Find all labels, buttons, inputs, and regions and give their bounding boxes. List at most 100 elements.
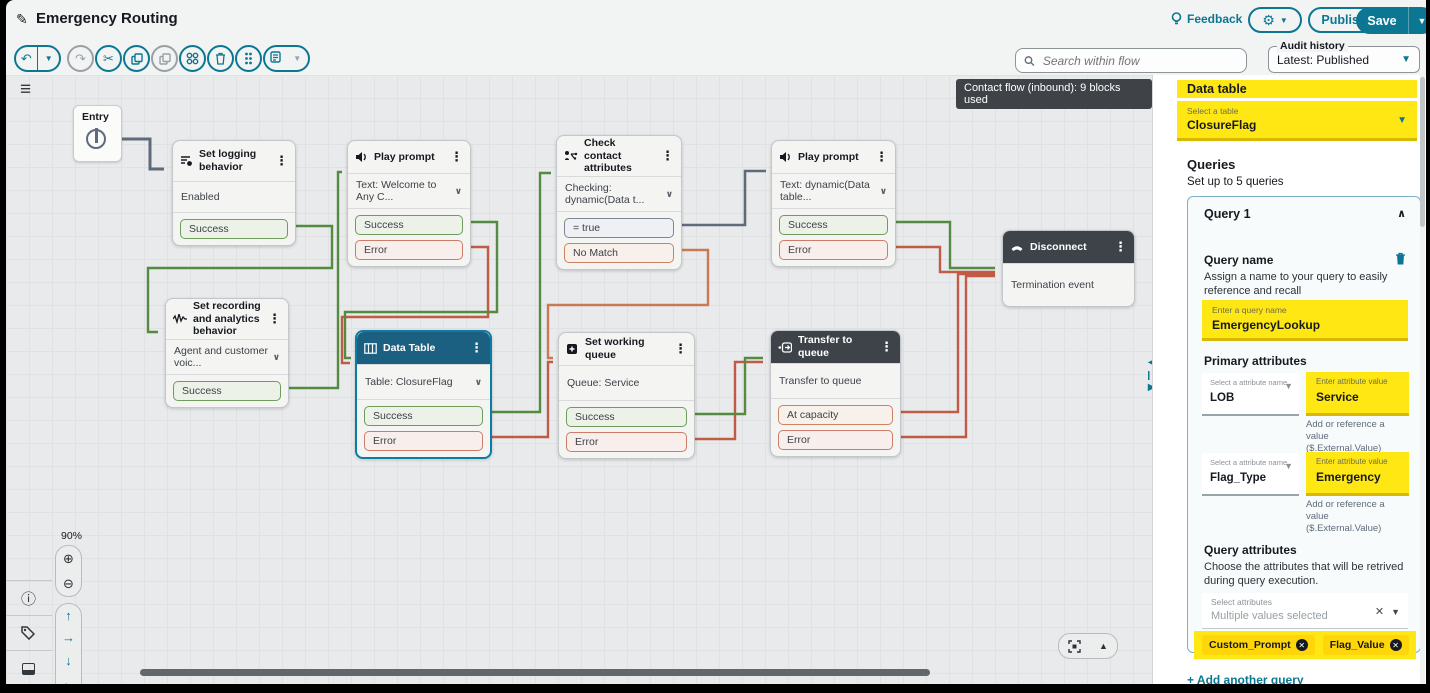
block-set-recording-analytics[interactable]: Set recording and analytics behavior ⋮ A… (165, 298, 289, 408)
block-data-table[interactable]: Data Table ⋮ Table: ClosureFlag∨ Success… (355, 330, 492, 459)
pan-up-button[interactable]: ↑ (65, 607, 72, 623)
block-menu-icon[interactable]: ⋮ (880, 339, 893, 354)
select-attributes-label: Select attributes (1211, 597, 1272, 607)
token-custom-prompt[interactable]: Custom_Prompt ✕ (1202, 635, 1315, 655)
block-config-row[interactable]: Agent and customer voic...∨ (166, 339, 288, 374)
info-button[interactable]: ⓘ (21, 591, 37, 608)
port-success[interactable]: Success (173, 381, 281, 401)
add-another-query-link[interactable]: + Add another query (1187, 673, 1304, 684)
attribute-name-value: LOB (1210, 392, 1235, 404)
block-config-row[interactable]: Checking: dynamic(Data t...∨ (557, 176, 681, 211)
horizontal-scrollbar[interactable] (140, 669, 930, 676)
port-no-match[interactable]: No Match (564, 243, 674, 263)
port-success[interactable]: Success (355, 215, 463, 235)
feedback-button[interactable]: Feedback (1171, 12, 1242, 26)
undo-caret-button[interactable]: ▼ (44, 54, 53, 63)
canvas-menu-icon[interactable]: ≡ (20, 79, 32, 100)
pan-left-button[interactable]: ← (62, 675, 75, 684)
collapse-button[interactable]: ▲ (1099, 641, 1108, 651)
query-name-input[interactable]: Enter a query name EmergencyLookup (1202, 300, 1408, 341)
block-menu-icon[interactable]: ⋮ (275, 153, 288, 168)
panel-splitter[interactable]: ◀ ❙❙ ▶ (1145, 358, 1152, 393)
settings-button[interactable]: ⚙ ▼ (1248, 7, 1302, 33)
save-button[interactable]: Save (1356, 7, 1409, 34)
notes-button[interactable] (265, 51, 287, 66)
scrollbar-thumb[interactable] (1420, 77, 1425, 227)
port-success[interactable]: Success (364, 406, 483, 426)
port-success[interactable]: Success (180, 219, 288, 239)
attribute-value: Emergency (1316, 470, 1381, 484)
delete-query-button[interactable] (1395, 252, 1406, 265)
attribute-value-input-2[interactable]: Enter attribute value Emergency (1306, 452, 1409, 496)
panel-toggle-button[interactable] (22, 663, 35, 675)
query-name-input-value: EmergencyLookup (1212, 318, 1321, 332)
port-error[interactable]: Error (566, 432, 687, 452)
flow-canvas[interactable]: ≡ Contact flow (inbound): 9 blocks used (6, 75, 1152, 684)
caret-down-icon[interactable]: ▼ (1391, 606, 1400, 617)
remove-token-icon[interactable]: ✕ (1389, 639, 1402, 651)
save-caret-button[interactable]: ▼ (1409, 7, 1426, 34)
undo-button[interactable]: ↶ (20, 50, 32, 66)
flow-search[interactable] (1015, 48, 1247, 73)
delete-button[interactable] (207, 45, 234, 72)
port-true[interactable]: = true (564, 218, 674, 238)
select-attributes-input[interactable]: Select attributes Multiple values select… (1202, 593, 1408, 629)
block-menu-icon[interactable]: ⋮ (450, 149, 463, 164)
block-play-prompt-1[interactable]: Play prompt ⋮ Text: Welcome to Any C...∨… (347, 140, 471, 267)
zoom-controls: ⊕ ⊖ (55, 545, 82, 597)
cut-button[interactable]: ✂ (95, 45, 122, 72)
collapse-query-button[interactable]: ∧ (1397, 208, 1406, 220)
attribute-name-select-1[interactable]: Select a attribute name LOB ▼ (1202, 373, 1299, 416)
entry-point-block[interactable]: Entry (73, 105, 122, 162)
block-set-working-queue[interactable]: Set working queue ⋮ Queue: Service Succe… (558, 332, 695, 459)
port-error[interactable]: Error (779, 240, 888, 260)
block-transfer-to-queue[interactable]: Transfer to queue ⋮ Transfer to queue At… (770, 330, 901, 457)
block-menu-icon[interactable]: ⋮ (1114, 239, 1127, 254)
port-error[interactable]: Error (364, 431, 483, 451)
port-success[interactable]: Success (779, 215, 888, 235)
redo-button[interactable]: ↷ (67, 45, 94, 72)
table-select[interactable]: Select a table ClosureFlag ▼ (1177, 101, 1417, 141)
remove-token-icon[interactable]: ✕ (1295, 639, 1308, 651)
port-success[interactable]: Success (566, 407, 687, 427)
port-error[interactable]: Error (355, 240, 463, 260)
audit-history-dropdown[interactable]: Audit history Latest: Published ▼ (1268, 40, 1420, 73)
block-menu-icon[interactable]: ⋮ (875, 149, 888, 164)
tags-button[interactable] (21, 626, 35, 640)
attribute-name-select-2[interactable]: Select a attribute name Flag_Type ▼ (1202, 453, 1299, 496)
edit-title-icon[interactable]: ✎ (16, 11, 28, 27)
notes-caret-button[interactable]: ▼ (293, 54, 302, 63)
paste-button[interactable] (151, 45, 178, 72)
block-menu-icon[interactable]: ⋮ (268, 311, 281, 326)
block-menu-icon[interactable]: ⋮ (470, 340, 483, 355)
block-config-row[interactable]: Table: ClosureFlag∨ (357, 364, 490, 399)
panel-scrollbar[interactable] (1420, 75, 1425, 684)
wire-setqueue-success (695, 356, 763, 416)
zoom-in-button[interactable]: ⊕ (63, 550, 74, 566)
pan-right-button[interactable]: → (62, 630, 75, 646)
block-set-logging-behavior[interactable]: Set logging behavior ⋮ Enabled Success (172, 140, 296, 246)
queue-icon (567, 344, 577, 354)
token-flag-value[interactable]: Flag_Value ✕ (1322, 635, 1409, 655)
block-menu-icon[interactable]: ⋮ (661, 148, 674, 163)
port-at-capacity[interactable]: At capacity (778, 405, 893, 425)
block-disconnect[interactable]: Disconnect ⋮ Termination event (1002, 230, 1135, 307)
block-config-row[interactable]: Text: dynamic(Data table...∨ (772, 173, 895, 208)
block-config-row[interactable]: Text: Welcome to Any C...∨ (348, 173, 470, 208)
modules-button[interactable] (179, 45, 206, 72)
zoom-out-button[interactable]: ⊖ (63, 575, 74, 591)
block-check-contact-attributes[interactable]: Check contact attributes ⋮ Checking: dyn… (556, 135, 682, 270)
block-menu-icon[interactable]: ⋮ (674, 341, 687, 356)
copy-button[interactable] (123, 45, 150, 72)
clear-selection-icon[interactable]: ✕ (1374, 606, 1385, 618)
fit-to-screen-button[interactable] (1068, 639, 1081, 653)
pan-down-button[interactable]: ↓ (65, 652, 72, 668)
drag-handle-button[interactable] (235, 45, 262, 72)
wire-recording-success (289, 170, 342, 390)
attribute-select-label: Select a attribute name (1210, 458, 1288, 467)
search-input[interactable] (1040, 52, 1238, 69)
block-play-prompt-2[interactable]: Play prompt ⋮ Text: dynamic(Data table..… (771, 140, 896, 267)
query-name-heading: Query name (1204, 253, 1274, 267)
attribute-value-input-1[interactable]: Enter attribute value Service (1306, 372, 1409, 416)
port-error[interactable]: Error (778, 430, 893, 450)
